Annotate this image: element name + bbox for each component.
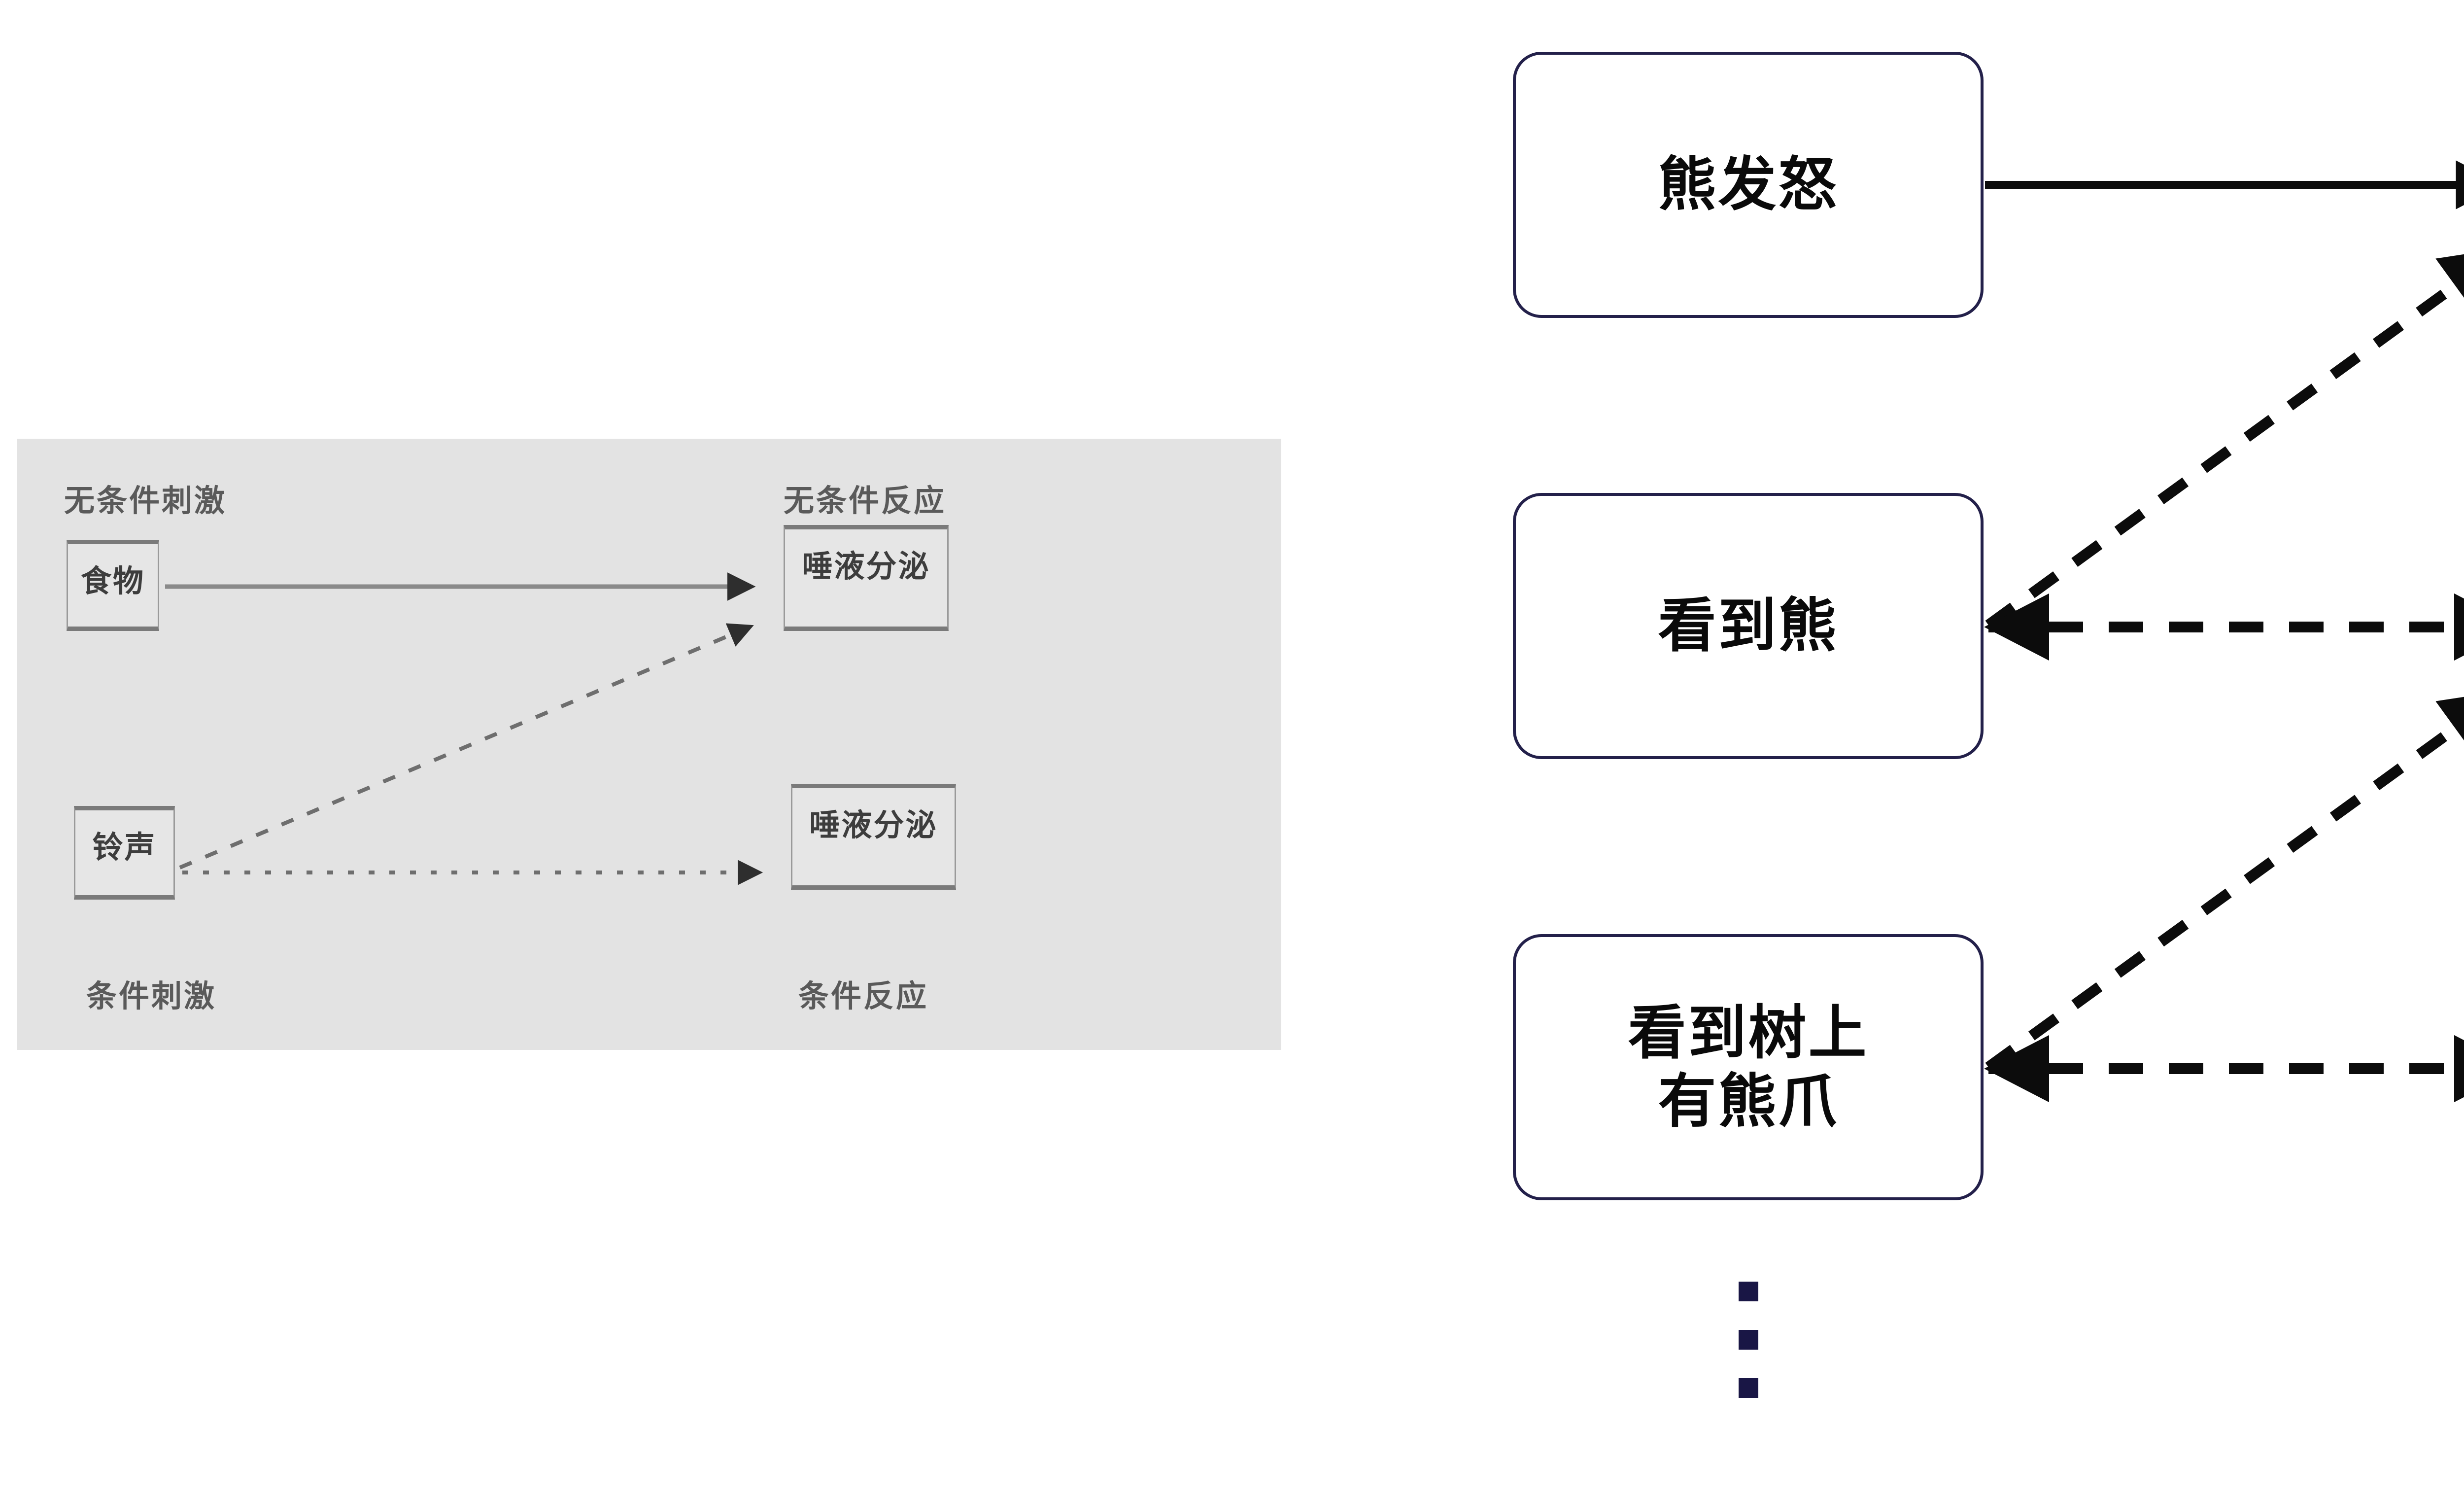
pavlov-box-food: 食物 (67, 540, 159, 631)
node-bear-angry-label: 熊发怒 (1658, 150, 1839, 219)
pavlov-box-salivation-bottom-label: 唾液分泌 (809, 807, 938, 843)
rl-td-diagram: 熊发怒 看到熊 看到树上 有熊爪 奖励 V(s′) V(s) (1429, 0, 2464, 1499)
ellipsis-left-column (1739, 1282, 1758, 1427)
ellipsis-dot (1739, 1282, 1758, 1301)
caption-conditioned-stimulus: 条件刺激 (86, 978, 217, 1014)
pavlov-conditioning-panel: 无条件刺激 无条件反应 条件刺激 条件反应 食物 铃声 唾液分泌 唾液分泌 (17, 439, 1281, 1050)
node-see-bear[interactable]: 看到熊 (1513, 493, 1984, 759)
edge-seeclaw-to-vsprime (1985, 690, 2464, 1072)
pavlov-box-food-label: 食物 (80, 563, 145, 599)
caption-unconditioned-stimulus: 无条件刺激 (64, 483, 227, 519)
rl-edges (1984, 160, 2464, 1103)
pavlov-box-salivation-bottom: 唾液分泌 (791, 784, 956, 890)
node-see-claw[interactable]: 看到树上 有熊爪 (1513, 934, 1984, 1200)
node-see-claw-label: 看到树上 有熊爪 (1628, 999, 1868, 1136)
caption-unconditioned-response: 无条件反应 (784, 483, 947, 519)
pavlov-box-bell-label: 铃声 (92, 829, 157, 865)
pavlov-box-salivation-top-label: 唾液分泌 (802, 548, 930, 584)
pavlov-box-bell: 铃声 (74, 806, 175, 900)
edge-bell-to-salivation-diagonal (179, 623, 754, 870)
edge-seebear-to-reward (1985, 247, 2464, 629)
caption-conditioned-response: 条件反应 (798, 978, 929, 1014)
node-see-claw-line1: 看到树上 (1628, 998, 1869, 1067)
node-see-bear-label: 看到熊 (1658, 592, 1839, 660)
node-bear-angry[interactable]: 熊发怒 (1513, 52, 1984, 318)
pavlov-edges (165, 572, 763, 885)
ellipsis-dot (1739, 1378, 1758, 1398)
node-see-claw-line2: 有熊爪 (1658, 1067, 1839, 1135)
ellipsis-dot (1739, 1330, 1758, 1350)
pavlov-box-salivation-top: 唾液分泌 (784, 525, 949, 631)
